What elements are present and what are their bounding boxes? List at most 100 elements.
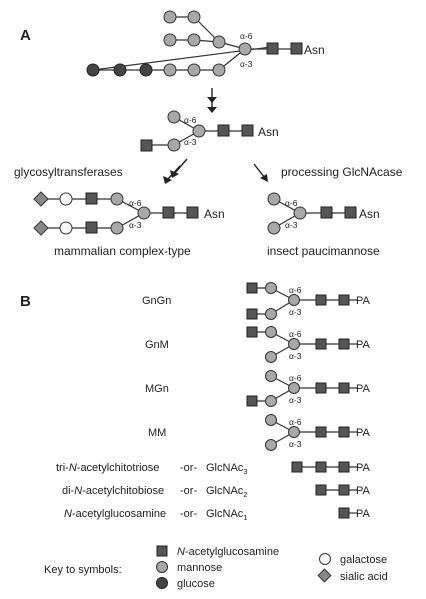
- pa-label: PA: [356, 508, 371, 520]
- glycan-insect-paucimannose: Asn α-6 α-3: [267, 192, 380, 235]
- mannose-symbol: [265, 351, 277, 363]
- mannose-symbol: [110, 192, 124, 206]
- pa-label: PA: [356, 462, 371, 474]
- mannose-symbol: [167, 138, 181, 152]
- glycan-glcnac2: PA: [315, 484, 371, 497]
- glcnac-symbol: [246, 326, 258, 338]
- glcnac-symbol: [140, 139, 153, 152]
- mannose-symbol: [288, 382, 300, 394]
- pa-label: PA: [356, 295, 371, 307]
- alpha3-label: α-3: [184, 137, 197, 147]
- key-glucose-label: glucose: [177, 578, 215, 590]
- mannose-symbol: [163, 33, 177, 47]
- mannose-symbol: [167, 110, 181, 124]
- key-mannose-symbol: [156, 561, 168, 573]
- mannose-symbol: [265, 326, 277, 338]
- row-name-chitobiose: di-N-acetylchitobiose: [62, 485, 164, 497]
- glcnac-symbol: [315, 338, 327, 350]
- abbrev-glcnac1: GlcNAc1: [206, 508, 247, 522]
- glcnac-symbol: [266, 42, 279, 55]
- processing-arrow: [207, 88, 217, 113]
- row-name-mm: MM: [148, 427, 166, 439]
- glcnac-symbol: [85, 192, 98, 205]
- mannose-symbol: [288, 294, 300, 306]
- alpha6-label: α-6: [129, 198, 142, 208]
- glycosyltransferase-arrow: [163, 158, 188, 184]
- abbrev-glcnac2: GlcNAc2: [206, 485, 247, 499]
- mannose-symbol: [293, 206, 307, 220]
- sialic-acid-symbol: [33, 220, 49, 236]
- pa-label: PA: [356, 339, 371, 351]
- glycan-gnm: PA α-6 α-3: [246, 326, 371, 363]
- key-galactose-symbol: [319, 553, 331, 565]
- mannose-symbol: [267, 221, 281, 235]
- glcnac-symbol: [315, 426, 327, 438]
- alpha3-label: α-3: [289, 395, 302, 405]
- mannose-symbol: [288, 338, 300, 350]
- alpha3-label: α-3: [129, 220, 142, 230]
- asn-label: Asn: [304, 43, 325, 57]
- glycan-glcnac1: PA: [338, 507, 371, 520]
- key-glcnac-label: N-acetylglucosamine: [177, 546, 279, 558]
- asn-label: Asn: [359, 207, 380, 221]
- key-mannose-label: mannose: [177, 562, 222, 574]
- glcnac-symbol: [241, 124, 254, 137]
- mannose-symbol: [110, 221, 124, 235]
- glcnac-symbol: [162, 206, 175, 219]
- alpha6-label: α-6: [184, 115, 197, 125]
- mannose-symbol: [212, 35, 226, 49]
- glcnac-symbol: [338, 338, 350, 350]
- mannose-symbol: [187, 33, 201, 47]
- glcnac-symbol: [291, 461, 303, 473]
- mannose-symbol: [187, 63, 201, 77]
- mannose-symbol: [187, 10, 201, 24]
- glcnac-symbol: [338, 461, 350, 473]
- glcnac-symbol: [320, 206, 333, 219]
- glycan-mgn: PA α-6 α-3: [246, 370, 371, 407]
- glcnac-symbol: [315, 382, 327, 394]
- row-name-mgn: MGn: [145, 383, 169, 395]
- glcnac-symbol: [338, 294, 350, 306]
- asn-label: Asn: [258, 125, 279, 139]
- glcnac-symbol: [315, 294, 327, 306]
- glucose-symbol: [86, 63, 100, 77]
- glcnac-symbol: [344, 206, 357, 219]
- pa-label: PA: [356, 485, 371, 497]
- glucose-symbol: [139, 63, 153, 77]
- row-name-chitotriose: tri-N-acetylchitotriose: [56, 462, 159, 474]
- glycosyltransferases-label: glycosyltransferases: [14, 165, 123, 179]
- row-name-acetylglucosamine: N-acetylglucosamine: [64, 508, 166, 520]
- glycan-gngn: PA α-6 α-3: [246, 282, 371, 320]
- processing-glcnacase-label: processing GlcNAcase: [281, 165, 403, 179]
- mannose-symbol: [265, 308, 277, 320]
- glcnacase-arrow: [253, 163, 268, 182]
- mannose-symbol: [265, 414, 277, 426]
- key-glcnac-symbol: [156, 545, 168, 557]
- panel-b-label: B: [20, 293, 31, 310]
- insect-paucimannose-label: insect paucimannose: [267, 244, 380, 258]
- galactose-symbol: [59, 192, 73, 206]
- alpha3-label: α-3: [240, 59, 253, 69]
- alpha6-label: α-6: [240, 31, 253, 41]
- symbol-key: Key to symbols: N-acetylglucosamine mann…: [44, 545, 388, 590]
- mannose-symbol: [163, 63, 177, 77]
- mannose-symbol: [267, 192, 281, 206]
- row-name-gngn: GnGn: [142, 295, 171, 307]
- glycan-precursor: Asn α-6 α-3: [86, 10, 325, 77]
- alpha6-label: α-6: [289, 285, 302, 295]
- key-glucose-symbol: [156, 577, 168, 589]
- glcnac-symbol: [315, 484, 327, 496]
- key-galactose-label: galactose: [340, 554, 387, 566]
- sialic-acid-symbol: [33, 191, 49, 207]
- mannose-symbol: [265, 395, 277, 407]
- alpha3-label: α-3: [285, 220, 298, 230]
- key-sialic-acid-symbol: [317, 568, 332, 583]
- glcnac-symbol: [85, 221, 98, 234]
- mannose-symbol: [265, 282, 277, 294]
- alpha6-label: α-6: [289, 329, 302, 339]
- pa-label: PA: [356, 383, 371, 395]
- mannose-symbol: [192, 124, 206, 138]
- row-name-gnm: GnM: [145, 339, 169, 351]
- key-sialic-acid-label: sialic acid: [340, 571, 388, 583]
